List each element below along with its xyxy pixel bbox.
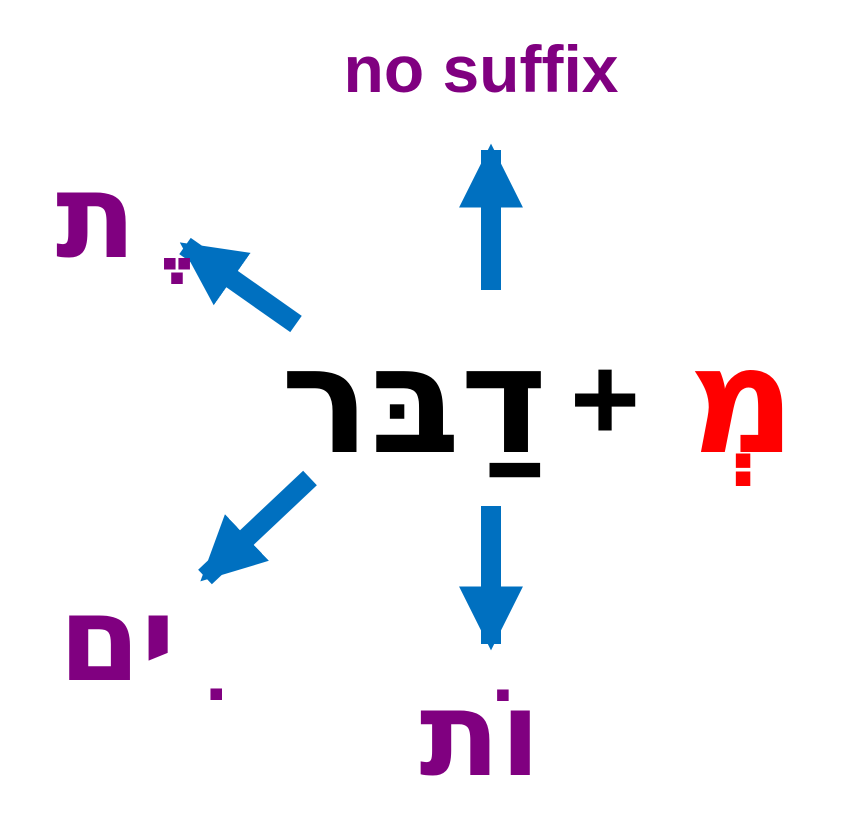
no-suffix-label: no suffix xyxy=(344,32,619,106)
prefix-mem: מְ xyxy=(688,315,795,487)
suffix-bottom: וֹת xyxy=(419,665,540,803)
root-word: דַבּר xyxy=(281,315,547,487)
arrow-lower-left xyxy=(198,470,317,585)
arrow-upper-left xyxy=(179,237,302,333)
plus-sign: + xyxy=(570,332,640,466)
suffix-upper-left: ֶת xyxy=(56,147,191,285)
suffix-lower-left: ִים xyxy=(59,570,223,708)
